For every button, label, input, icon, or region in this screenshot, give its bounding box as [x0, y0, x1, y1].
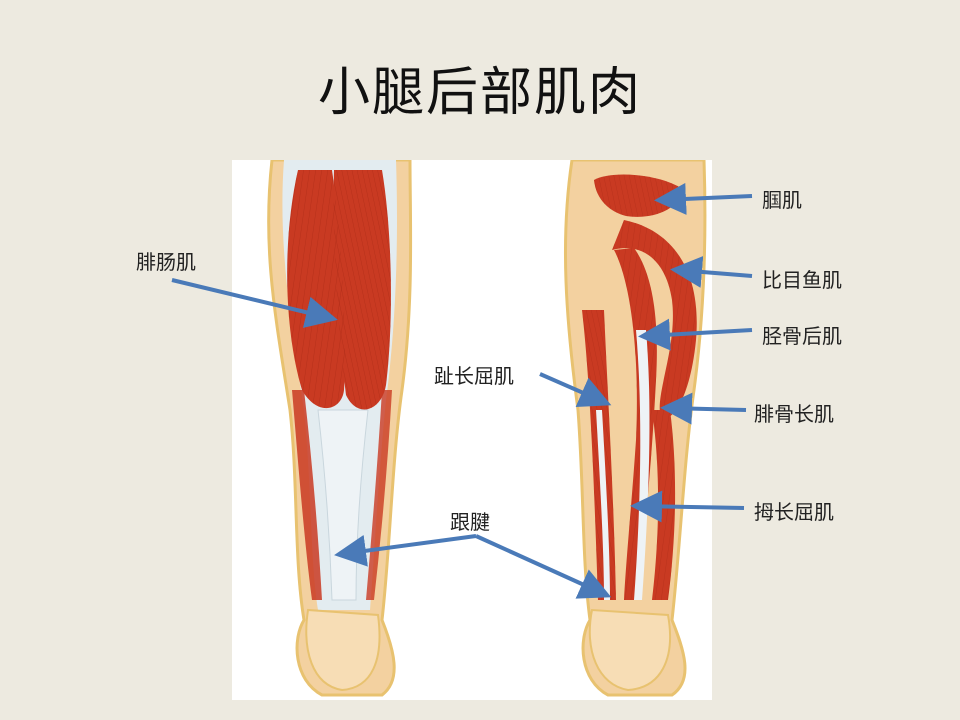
slide-title: 小腿后部肌肉: [317, 63, 642, 123]
label-gastrocnemius: 腓肠肌: [136, 250, 196, 274]
left-leg: [267, 158, 413, 697]
label-soleus: 比目鱼肌: [762, 268, 842, 292]
right-heel: [588, 608, 672, 692]
label-popliteus: 腘肌: [762, 188, 802, 212]
right-leg: [563, 158, 707, 697]
left-heel: [305, 608, 381, 692]
label-flexor-hallucis-longus: 拇长屈肌: [754, 500, 834, 524]
leg-muscle-illustration: [267, 158, 707, 697]
label-tibialis-posterior: 胫骨后肌: [762, 324, 842, 348]
label-achilles-tendon: 跟腱: [450, 510, 490, 534]
label-peroneus-longus: 腓骨长肌: [754, 402, 834, 426]
anatomy-figure: [232, 158, 712, 700]
label-flexor-digitorum-longus: 趾长屈肌: [434, 364, 514, 388]
